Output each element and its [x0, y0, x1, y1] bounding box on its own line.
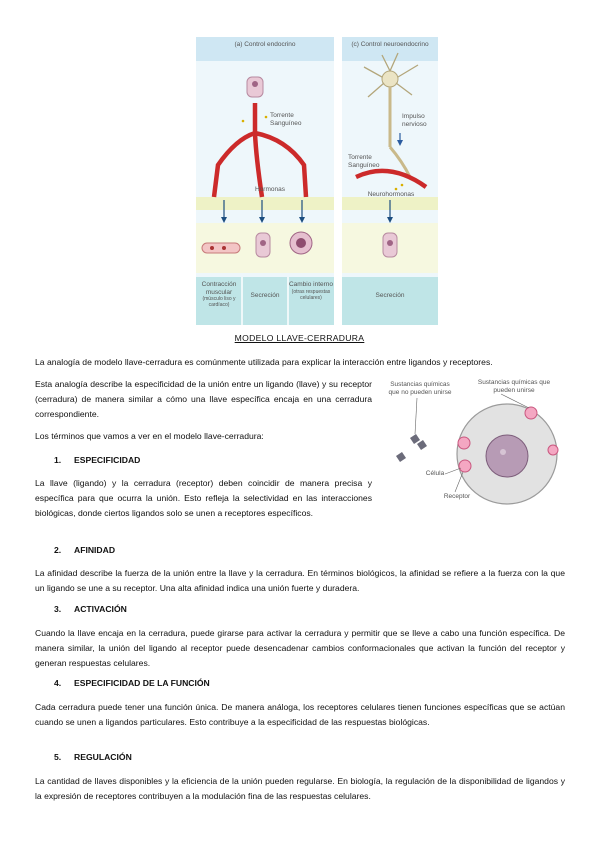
panel-c-title: (c) Control neuroendocrino	[351, 41, 429, 48]
section-2-heading: 2.AFINIDAD	[54, 545, 116, 555]
page-title: MODELO LLAVE-CERRADURA	[234, 333, 365, 343]
torrente-label-c: Torrente Sanguíneo	[348, 154, 380, 169]
intro-paragraph-2: Esta analogía describe la especificidad …	[35, 379, 372, 419]
intro-paragraph-1: La analogía de modelo llave-cerradura es…	[35, 357, 493, 367]
section-4-heading: 4.ESPECIFICIDAD DE LA FUNCIÓN	[54, 678, 210, 688]
panel-a-title: (a) Control endocrino	[234, 41, 296, 48]
endocrine-figure	[196, 37, 438, 325]
receptor-label: Receptor	[443, 493, 471, 500]
si-unirse-label: Sustancias químicas que pueden unirse	[477, 379, 551, 394]
section-1-text: La llave (ligando) y la cerradura (recep…	[35, 478, 372, 518]
hormonas-label: Hormonas	[255, 186, 285, 193]
impulso-label: Impulso nervioso	[402, 113, 427, 128]
celula-label: Célula	[425, 470, 445, 477]
contraccion-label: Contracción muscular (músculo liso y car…	[201, 281, 237, 308]
no-unirse-label: Sustancias químicas que no pueden unirse	[388, 381, 452, 396]
cambio-label: Cambio interno (otras respuestas celular…	[288, 281, 334, 301]
section-3-heading: 3.ACTIVACIÓN	[54, 604, 127, 614]
section-5-heading: 5.REGULACIÓN	[54, 752, 132, 762]
section-1-heading: 1.ESPECIFICIDAD	[54, 455, 141, 465]
section-4-text: Cada cerradura puede tener una función ú…	[35, 702, 565, 727]
secrecion-label-a: Secreción	[250, 292, 280, 299]
receptor-figure	[396, 393, 559, 505]
section-3-text: Cuando la llave encaja en la cerradura, …	[35, 628, 565, 668]
torrente-label-a: Torrente Sanguíneo	[270, 112, 302, 127]
neurohormonas-label: Neurohormonas	[367, 191, 415, 198]
section-2-text: La afinidad describe la fuerza de la uni…	[35, 568, 565, 593]
section-5-text: La cantidad de llaves disponibles y la e…	[35, 776, 565, 801]
intro-paragraph-3: Los términos que vamos a ver en el model…	[35, 431, 264, 441]
secrecion-label-c: Secreción	[375, 292, 405, 299]
